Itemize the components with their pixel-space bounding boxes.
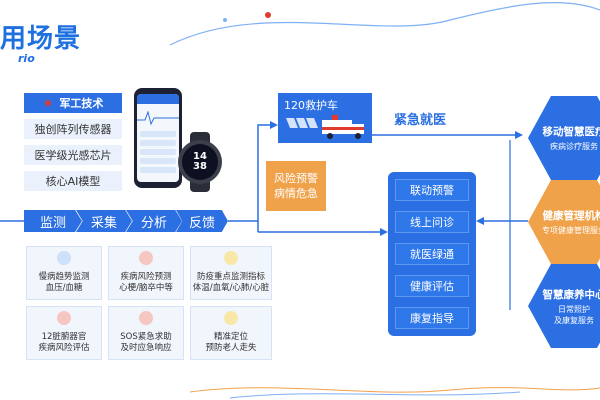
flow-to-ambulance-line [228, 124, 270, 222]
feature-label: 慢病趋势监测 [38, 272, 90, 282]
organ-icon [57, 311, 71, 325]
institution-sub: 疾病诊疗服务 [550, 142, 598, 151]
service-green-channel: 就医绿通 [395, 243, 469, 265]
feature-sub: 及时应急响应 [120, 343, 172, 353]
eye-icon [224, 251, 238, 265]
arrow-head-from-institution [476, 217, 484, 225]
trend-icon [57, 251, 71, 265]
risk-warning-box: 风险预警 病情危急 [266, 161, 326, 211]
feature-sub: 体温/血氧/心肺/心脏 [192, 283, 270, 293]
phone-image [134, 88, 182, 188]
step-collect: 采集 [76, 210, 132, 232]
step-feedback: 反馈 [176, 210, 228, 232]
tech-item-ai-model: 核心AI模型 [24, 171, 122, 191]
feature-sos: SOS紧急求助 及时应急响应 [108, 306, 184, 360]
alarm-icon [139, 311, 153, 325]
arrow-head-medical [515, 131, 523, 139]
feature-sub: 血压/血糖 [45, 283, 83, 293]
feature-sub: 心梗/脑卒中等 [119, 283, 173, 293]
tech-item-military: ★ 军工技术 [24, 93, 122, 113]
service-health-assessment: 健康评估 [395, 275, 469, 297]
institution-sub: 日常照护 [558, 304, 590, 314]
service-linked-warning: 联动预警 [395, 179, 469, 201]
page-title: 用场景 [0, 24, 82, 54]
feature-label: SOS紧急求助 [120, 332, 172, 342]
step-monitor: 监测 [24, 210, 82, 232]
ambulance-icon [286, 115, 364, 139]
risk-line-1: 风险预警 [274, 172, 318, 185]
feature-organ-risk: 12脏腑器官 疾病风险评估 [26, 306, 102, 360]
page-subtitle: rio [18, 52, 35, 65]
feature-epidemic-monitor: 防疫重点监测指标 体温/血氧/心肺/心脏 [190, 246, 272, 300]
deco-dot-2 [223, 18, 227, 22]
deco-curve-bottom-2 [229, 391, 521, 399]
feature-risk-predict: 疾病风险预测 心梗/脑卒中等 [108, 246, 184, 300]
deco-curve-top [169, 2, 600, 46]
ambulance-label: 120救护车 [284, 99, 338, 112]
feature-sub: 疾病风险评估 [38, 343, 90, 353]
service-online-consult: 线上问诊 [395, 211, 469, 233]
heart-icon [139, 251, 153, 265]
feature-location: 精准定位 预防老人走失 [190, 306, 272, 360]
institution-title: 移动智慧医疗 [542, 126, 600, 138]
institution-sub: 专项健康管理服务 [542, 226, 600, 235]
service-rehab-guidance: 康复指导 [395, 307, 469, 329]
institution-title: 健康管理机构 [542, 210, 600, 222]
deco-dot-1 [265, 12, 271, 18]
feature-label: 12脏腑器官 [41, 332, 87, 342]
watch-time-minute: 38 [193, 161, 207, 172]
tech-item-sensor: 独创阵列传感器 [24, 119, 122, 139]
tech-item-label: 军工技术 [59, 97, 104, 110]
feature-sub: 预防老人走失 [205, 343, 257, 353]
star-icon: ★ [42, 96, 54, 110]
smartwatch-image: 14 38 [176, 132, 224, 192]
step-analyze: 分析 [126, 210, 182, 232]
deco-curve-bottom [189, 387, 600, 393]
arrow-head-services [380, 228, 388, 236]
institution-sub: 及康复服务 [554, 315, 594, 325]
feature-label: 疾病风险预测 [120, 272, 172, 282]
phone-screen [137, 94, 179, 182]
risk-line-2: 病情危急 [274, 187, 318, 200]
feature-chronic-trend: 慢病趋势监测 血压/血糖 [26, 246, 102, 300]
urgent-medical-label: 紧急就医 [394, 113, 447, 128]
location-icon [224, 311, 238, 325]
watch-time-hour: 14 [193, 151, 207, 162]
feature-label: 精准定位 [213, 332, 248, 342]
tech-item-chip: 医学级光感芯片 [24, 145, 122, 165]
arrow-head-ambulance [270, 121, 278, 129]
institution-title: 智慧康养中心 [542, 288, 600, 301]
feature-label: 防疫重点监测指标 [196, 272, 265, 282]
